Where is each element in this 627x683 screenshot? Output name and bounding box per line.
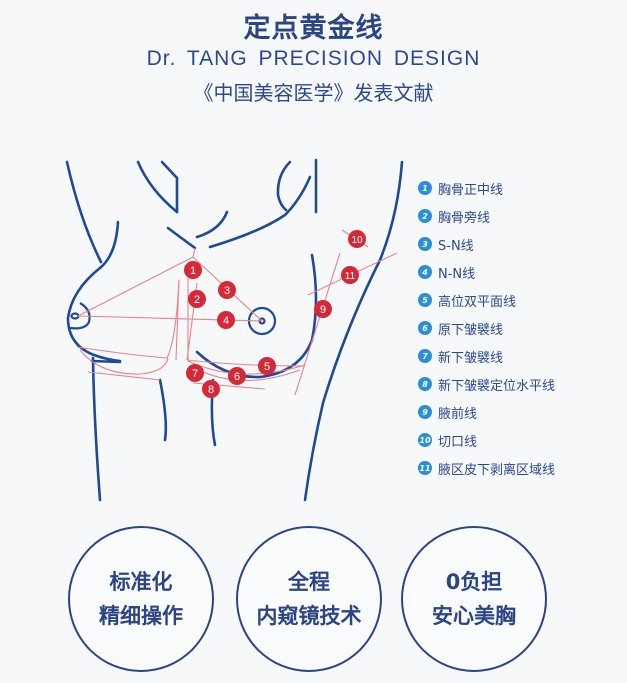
legend-item: 2 胸骨旁线 xyxy=(418,202,555,230)
legend-label: 胸骨旁线 xyxy=(438,210,491,226)
feature-line: 内窥镜技术 xyxy=(256,604,362,628)
number-badge-icon: 3 xyxy=(418,237,432,251)
marker-4: 4 xyxy=(217,311,235,329)
marker-5: 5 xyxy=(258,357,276,375)
feature-line: 全程 xyxy=(288,570,330,594)
marker-1: 1 xyxy=(184,261,202,279)
number-badge-icon: 8 xyxy=(418,377,432,391)
svg-text:8: 8 xyxy=(208,384,214,396)
legend-item: 1 胸骨正中线 xyxy=(418,174,555,202)
page-title: 定点黄金线 xyxy=(243,13,384,44)
number-badge-icon: 7 xyxy=(418,349,432,363)
subtitle-chinese: 《中国美容医学》发表文献 xyxy=(193,81,434,105)
feature-line: 0负担 xyxy=(445,570,503,594)
legend-label: N-N线 xyxy=(438,266,476,282)
marker-2: 2 xyxy=(188,290,206,308)
legend-item: 5 高位双平面线 xyxy=(418,286,555,314)
number-badge-icon: 11 xyxy=(418,461,432,475)
legend-item: 4 N-N线 xyxy=(418,258,555,286)
svg-text:5: 5 xyxy=(264,361,270,373)
number-badge-icon: 9 xyxy=(418,405,432,419)
legend-label: 原下皱襞线 xyxy=(438,322,504,338)
legend-item: 11 腋区皮下剥离区域线 xyxy=(418,454,555,482)
number-badge-icon: 6 xyxy=(418,321,432,335)
svg-text:9: 9 xyxy=(320,304,326,316)
feature-line: 精细操作 xyxy=(99,604,183,628)
legend-label: 新下皱襞线 xyxy=(438,350,504,366)
legend-item: 8 新下皱襞定位水平线 xyxy=(418,370,555,398)
marker-6: 6 xyxy=(228,367,246,385)
body-outline xyxy=(65,158,404,502)
feature-zero-burden: 0负担 安心美胸 xyxy=(401,526,547,672)
svg-text:3: 3 xyxy=(224,285,230,297)
feature-endoscope: 全程 内窥镜技术 xyxy=(236,526,382,672)
svg-text:7: 7 xyxy=(192,368,198,380)
legend-item: 9 腋前线 xyxy=(418,398,555,426)
marker-10: 10 xyxy=(348,230,366,248)
number-badge-icon: 10 xyxy=(418,433,432,447)
number-badge-icon: 2 xyxy=(418,209,432,223)
legend-item: 10 切口线 xyxy=(418,426,555,454)
feature-standardized: 标准化 精细操作 xyxy=(68,526,214,672)
legend-item: 7 新下皱襞线 xyxy=(418,342,555,370)
number-badge-icon: 4 xyxy=(418,265,432,279)
legend-label: 切口线 xyxy=(438,434,478,450)
marker-7: 7 xyxy=(186,364,204,382)
marker-11: 11 xyxy=(341,266,359,284)
svg-text:1: 1 xyxy=(190,265,196,277)
subtitle-english: Dr. TANG PRECISION DESIGN xyxy=(146,47,481,70)
feature-line: 安心美胸 xyxy=(432,604,516,628)
svg-text:11: 11 xyxy=(345,271,356,282)
legend-item: 6 原下皱襞线 xyxy=(418,314,555,342)
svg-text:6: 6 xyxy=(234,371,240,383)
svg-text:2: 2 xyxy=(194,294,200,306)
marker-9: 9 xyxy=(314,300,332,318)
legend-label: S-N线 xyxy=(438,238,474,254)
marker-3: 3 xyxy=(218,281,236,299)
legend-label: 腋区皮下剥离区域线 xyxy=(438,462,556,478)
marker-8: 8 xyxy=(202,380,220,398)
legend-label: 新下皱襞定位水平线 xyxy=(438,378,556,394)
feature-line: 标准化 xyxy=(109,570,173,594)
legend-item: 3 S-N线 xyxy=(418,230,555,258)
legend-label: 胸骨正中线 xyxy=(438,182,504,198)
number-badge-icon: 5 xyxy=(418,293,432,307)
number-badge-icon: 1 xyxy=(418,181,432,195)
legend-label: 高位双平面线 xyxy=(438,294,517,310)
svg-text:10: 10 xyxy=(351,235,363,246)
markers: 1 2 3 4 5 6 7 8 9 10 11 xyxy=(184,230,366,398)
legend-label: 腋前线 xyxy=(438,406,478,422)
svg-text:4: 4 xyxy=(223,315,229,327)
